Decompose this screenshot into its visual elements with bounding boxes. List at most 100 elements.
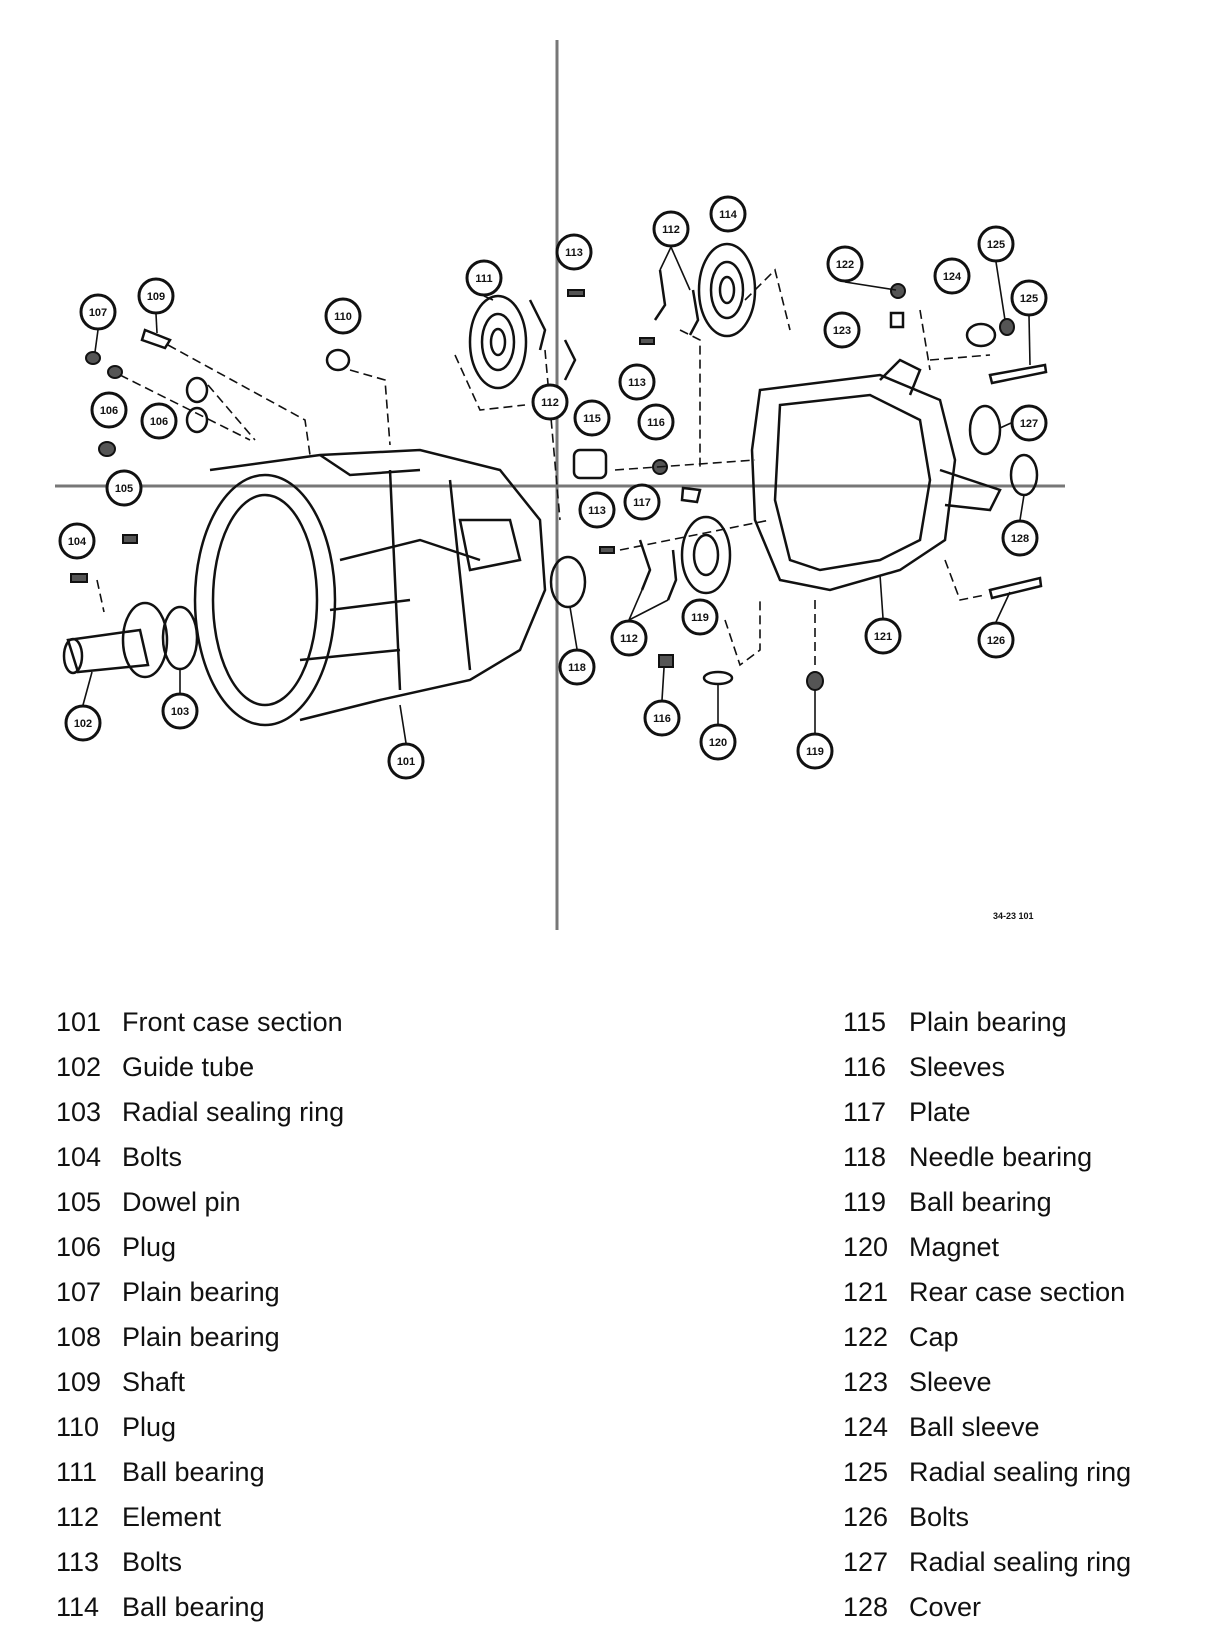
legend-row: 111 Ball bearing xyxy=(56,1450,344,1495)
callout-105: 105 xyxy=(105,469,143,507)
legend-row: 126 Bolts xyxy=(843,1495,1131,1540)
callout-circle xyxy=(637,403,675,441)
legend-part-name: Bolts xyxy=(122,1142,183,1172)
legend-part-name: Bolts xyxy=(909,1502,970,1532)
legend-part-number: 110 xyxy=(56,1412,100,1442)
callout-number: 128 xyxy=(1011,533,1029,545)
callout-117: 117 xyxy=(623,483,661,521)
element-parts-drawing xyxy=(528,269,700,601)
legend-part-number: 105 xyxy=(56,1187,102,1217)
legend-part-number: 128 xyxy=(843,1592,889,1622)
callout-number: 110 xyxy=(334,311,352,323)
legend-part-number: 126 xyxy=(843,1502,889,1532)
callout-number: 125 xyxy=(987,239,1005,251)
callout-125: 125 xyxy=(1010,279,1048,317)
callout-128: 128 xyxy=(1001,519,1039,557)
legend-row: 120 Magnet xyxy=(843,1225,1131,1270)
callout-number: 113 xyxy=(565,247,583,259)
legend-part-name: Plain bearing xyxy=(909,1007,1067,1037)
callout-number: 126 xyxy=(987,635,1005,647)
callout-circle xyxy=(618,363,656,401)
callout-circle xyxy=(1001,519,1039,557)
callout-number: 125 xyxy=(1020,293,1038,305)
legend-part-number: 111 xyxy=(56,1457,98,1487)
callout-circle xyxy=(652,210,690,248)
callout-126: 126 xyxy=(977,621,1015,659)
legend-part-name: Ball bearing xyxy=(909,1187,1052,1217)
callout-110: 110 xyxy=(324,297,362,335)
callout-number: 124 xyxy=(943,271,962,283)
callout-number: 114 xyxy=(719,209,738,221)
callout-circle xyxy=(137,277,175,315)
legend-row: 108 Plain bearing xyxy=(56,1315,344,1360)
legend-part-number: 108 xyxy=(56,1322,102,1352)
legend-part-name: Rear case section xyxy=(909,1277,1126,1307)
legend-row: 128 Cover xyxy=(843,1585,1131,1630)
legend-part-number: 117 xyxy=(843,1097,887,1127)
callout-113: 113 xyxy=(578,491,616,529)
callout-number: 120 xyxy=(709,737,727,749)
callout-circle xyxy=(573,399,611,437)
legend-part-name: Plug xyxy=(122,1232,177,1262)
callout-112: 112 xyxy=(652,210,690,248)
callout-106: 106 xyxy=(140,402,178,440)
callout-116: 116 xyxy=(643,699,681,737)
ball-bearing-114-drawing xyxy=(697,242,757,338)
callout-circle xyxy=(933,257,971,295)
callout-118: 118 xyxy=(558,648,596,686)
callout-104: 104 xyxy=(58,522,96,560)
callout-125: 125 xyxy=(977,225,1015,263)
callout-circle xyxy=(140,402,178,440)
callout-circle xyxy=(1010,404,1048,442)
legend-part-number: 119 xyxy=(843,1187,887,1217)
legend-part-name: Front case section xyxy=(122,1007,343,1037)
callout-number: 103 xyxy=(171,706,189,718)
callout-101: 101 xyxy=(387,742,425,780)
callout-circle xyxy=(681,598,719,636)
needle-bearing-drawing xyxy=(549,555,587,609)
legend-part-name: Plain bearing xyxy=(122,1322,280,1352)
callout-number: 102 xyxy=(74,718,92,730)
rear-case-section-drawing xyxy=(750,358,1002,592)
callout-number: 113 xyxy=(588,505,606,517)
callout-120: 120 xyxy=(699,723,737,761)
callout-number: 104 xyxy=(68,536,87,548)
callout-109: 109 xyxy=(137,277,175,315)
small-parts-right-drawing xyxy=(889,283,1048,600)
callout-number: 109 xyxy=(147,291,165,303)
callout-number: 106 xyxy=(100,405,118,417)
callout-number: 107 xyxy=(89,307,107,319)
callout-labels: 1011021031041051061061071091101111121131… xyxy=(58,195,1048,780)
callout-number: 101 xyxy=(397,756,415,768)
legend-part-number: 125 xyxy=(843,1457,889,1487)
callout-circle xyxy=(977,621,1015,659)
legend-part-name: Radial sealing ring xyxy=(122,1097,345,1127)
legend-part-name: Magnet xyxy=(909,1232,1000,1262)
callout-number: 113 xyxy=(628,377,646,389)
callout-circle xyxy=(1010,279,1048,317)
legend-part-name: Element xyxy=(122,1502,222,1532)
legend-part-name: Cover xyxy=(909,1592,982,1622)
legend-part-name: Plate xyxy=(909,1097,971,1127)
callout-number: 112 xyxy=(620,633,638,645)
callout-circle xyxy=(58,522,96,560)
small-parts-left-drawing xyxy=(70,328,351,583)
legend-part-name: Ball bearing xyxy=(122,1457,265,1487)
legend-part-number: 120 xyxy=(843,1232,889,1262)
